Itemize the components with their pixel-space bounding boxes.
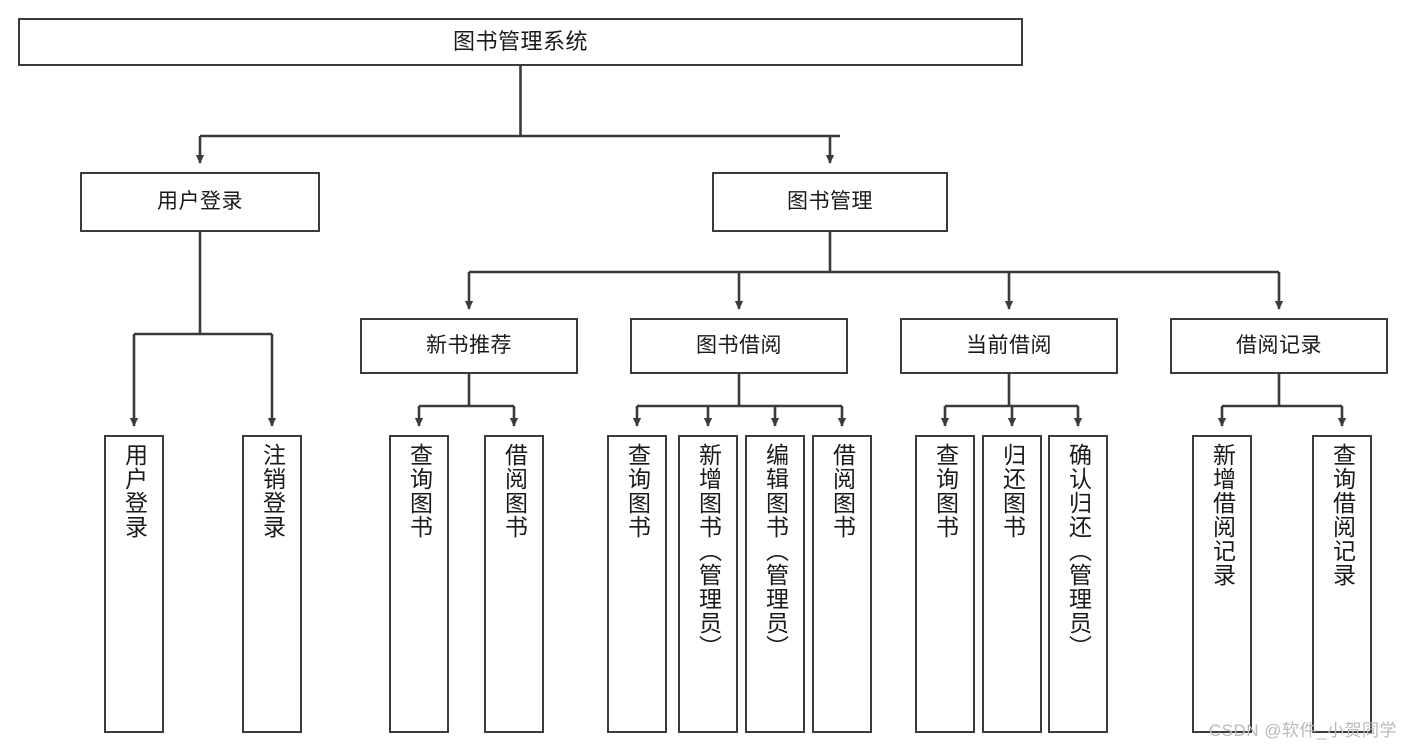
node-leaf-confirm-return-admin[interactable]: 确认归还（管理员） (1048, 435, 1108, 733)
node-leaf-return-book-label: 归还图书 (999, 443, 1026, 539)
node-leaf-confirm-return-admin-label: 确认归还（管理员） (1065, 443, 1092, 659)
node-new-book-recommend[interactable]: 新书推荐 (360, 318, 578, 374)
node-leaf-edit-book-admin-label: 编辑图书（管理员） (762, 443, 789, 659)
node-book-borrow[interactable]: 图书借阅 (630, 318, 848, 374)
node-leaf-borrow-book-label: 借阅图书 (829, 443, 856, 539)
node-leaf-query-borrow-record[interactable]: 查询借阅记录 (1312, 435, 1372, 733)
node-leaf-query-book-recommend[interactable]: 查询图书 (389, 435, 449, 733)
node-leaf-add-borrow-record-label: 新增借阅记录 (1209, 443, 1236, 587)
node-book-manage-label: 图书管理 (787, 189, 873, 213)
node-leaf-borrow-book-recommend-label: 借阅图书 (501, 443, 528, 539)
node-user-login[interactable]: 用户登录 (80, 172, 320, 232)
node-leaf-edit-book-admin[interactable]: 编辑图书（管理员） (745, 435, 805, 733)
watermark-text: CSDN @软件_小贺同学 (1208, 721, 1397, 740)
node-leaf-query-borrow-record-label: 查询借阅记录 (1329, 443, 1356, 587)
node-leaf-user-login[interactable]: 用户登录 (104, 435, 164, 733)
node-borrow-record-label: 借阅记录 (1236, 333, 1322, 357)
node-leaf-logout[interactable]: 注销登录 (242, 435, 302, 733)
node-leaf-logout-label: 注销登录 (259, 443, 286, 539)
node-book-borrow-label: 图书借阅 (696, 333, 782, 357)
node-new-book-recommend-label: 新书推荐 (426, 333, 512, 357)
node-leaf-add-book-admin[interactable]: 新增图书（管理员） (678, 435, 738, 733)
node-leaf-add-book-admin-label: 新增图书（管理员） (695, 443, 722, 659)
node-root[interactable]: 图书管理系统 (18, 18, 1023, 66)
node-leaf-query-book-current-label: 查询图书 (932, 443, 959, 539)
node-current-borrow-label: 当前借阅 (966, 333, 1052, 357)
node-leaf-borrow-book-recommend[interactable]: 借阅图书 (484, 435, 544, 733)
node-leaf-query-book-borrow-label: 查询图书 (624, 443, 651, 539)
node-leaf-borrow-book[interactable]: 借阅图书 (812, 435, 872, 733)
node-current-borrow[interactable]: 当前借阅 (900, 318, 1118, 374)
node-user-login-label: 用户登录 (157, 189, 243, 213)
node-leaf-return-book[interactable]: 归还图书 (982, 435, 1042, 733)
node-borrow-record[interactable]: 借阅记录 (1170, 318, 1388, 374)
node-leaf-user-login-label: 用户登录 (121, 443, 148, 539)
node-root-label: 图书管理系统 (452, 29, 588, 55)
node-leaf-query-book-recommend-label: 查询图书 (406, 443, 433, 539)
node-leaf-query-book-borrow[interactable]: 查询图书 (607, 435, 667, 733)
node-leaf-query-book-current[interactable]: 查询图书 (915, 435, 975, 733)
node-leaf-add-borrow-record[interactable]: 新增借阅记录 (1192, 435, 1252, 733)
node-book-manage[interactable]: 图书管理 (712, 172, 948, 232)
